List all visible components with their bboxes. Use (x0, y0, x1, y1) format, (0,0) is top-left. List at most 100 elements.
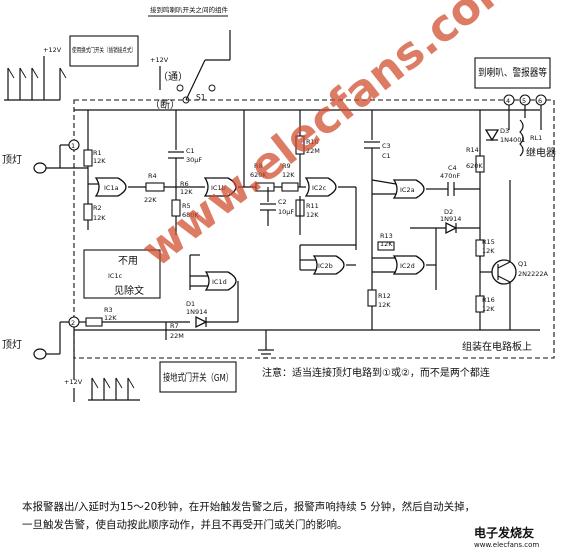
r14-value: 620K (466, 162, 483, 170)
v12-bottom-label: +12V (64, 378, 83, 386)
horn-label: 到喇叭、警报器等 (478, 66, 547, 79)
s1-switch: +12V （通） （断） S1 (150, 30, 231, 111)
ic1c-label: IC1c (108, 272, 123, 280)
terminal-2: 2 (68, 316, 80, 328)
horn-terminals: 4 5 6 (503, 94, 547, 106)
r11-label: R11 (306, 202, 319, 210)
ceiling-lamp-2-label: 顶灯 (2, 339, 22, 351)
v12-sw-label: +12V (150, 56, 169, 64)
r4-label: R4 (148, 172, 157, 180)
r5-label: R5 (182, 202, 191, 210)
r16-value: 12K (482, 305, 495, 313)
board-label: 组装在电路板上 (462, 340, 532, 353)
door-switch-bank-bottom: +12V (64, 327, 140, 402)
logo-url: www.elecfans.com (474, 541, 539, 549)
d1-value: 1N914 (186, 308, 207, 316)
ic1b-label: IC1b (211, 184, 226, 192)
r10-label: R10 (306, 138, 319, 146)
v12-top-label: +12V (43, 46, 62, 54)
horn-box (474, 57, 551, 89)
ic2b-label: IC2b (318, 262, 333, 270)
ceiling-lamp-2: 顶灯 (2, 321, 69, 360)
r13-label: R13 (380, 232, 393, 240)
r12-label: R12 (378, 292, 391, 300)
r10-value: 22M (306, 147, 320, 155)
c4-label: C4 (448, 164, 457, 172)
q1-part: 2N2222A (518, 270, 549, 278)
r3-label: R3 (104, 306, 113, 314)
c1-value: 30μF (186, 156, 202, 164)
d2-label: D2 (444, 208, 453, 216)
ic2b-gate (312, 255, 345, 275)
r13-value: 12K (380, 240, 393, 248)
q1-label: Q1 (518, 260, 527, 268)
r16-label: R16 (482, 296, 495, 304)
ic2c-gate (304, 177, 337, 197)
svg-text:6: 6 (538, 97, 542, 105)
ic1d-label: IC1d (212, 278, 227, 286)
ground-door-switch-label: 接地式门开关（GM） (163, 371, 233, 384)
ic2a-gate (392, 179, 425, 199)
c2-value: 10μF (278, 208, 294, 216)
door-switch-bank-top: +12V (4, 46, 67, 101)
r8-value: 620K (250, 171, 267, 179)
svg-text:4: 4 (506, 97, 510, 105)
r15-label: R15 (482, 238, 495, 246)
r15-value: 12K (482, 247, 495, 255)
door-switch-type-label: 使用换式门开关（插销接点式） (72, 45, 136, 54)
r9-value: 12K (282, 171, 295, 179)
r8-label: R8 (254, 162, 263, 170)
c3-value: C1 (382, 152, 391, 160)
r3-value: 12K (104, 314, 117, 322)
r6-value: 12K (180, 188, 193, 196)
svg-text:1: 1 (71, 142, 75, 150)
r7-label: R7 (170, 322, 179, 330)
r4-value: 22K (144, 196, 157, 204)
ic1d-gate (204, 271, 237, 291)
r11-value: 12K (306, 211, 319, 219)
description-line-1: 本报警器出/入延时为15～20秒钟，在开始触发告警之后，报警声响持续 5 分钟，… (22, 501, 476, 513)
on-label: （通） (158, 71, 188, 83)
ceiling-lamp-1: 顶灯 (2, 144, 88, 174)
unused-note: 见除文 (114, 284, 144, 297)
r9-label: R9 (282, 162, 291, 170)
d3-value: 1N4001 (500, 136, 526, 144)
ic1b-gate (203, 177, 237, 197)
svg-text:2: 2 (71, 319, 75, 327)
diagram-title: 接到鸣喇叭开关之间的组件 (150, 5, 229, 14)
relay-label: RL1 (530, 134, 542, 142)
c1-label: C1 (186, 147, 195, 155)
board-border (73, 99, 555, 359)
ceiling-lamp-1-label: 顶灯 (2, 154, 22, 166)
d1-label: D1 (186, 300, 195, 308)
r5-value: 680K (182, 211, 199, 219)
watermark: www.elecfans.com (133, 0, 528, 277)
c3-label: C3 (382, 142, 391, 150)
note-text: 注意：适当连接顶灯电路到①或②，而不是两个都连 (262, 366, 490, 379)
d3-label: D3 (500, 127, 509, 135)
svg-text:5: 5 (522, 97, 526, 105)
r12-value: 12K (378, 301, 391, 309)
ground-door-switch-box (159, 361, 237, 393)
r1-value: 12K (93, 157, 106, 165)
r14-label: R14 (466, 146, 479, 154)
r2-label: R2 (93, 204, 102, 212)
site-logo: 电子发烧友 www.elecfans.com (470, 520, 560, 550)
c2-label: C2 (278, 198, 287, 206)
ic2d-label: IC2d (400, 262, 415, 270)
unused-box (83, 249, 161, 299)
door-switch-type-box (69, 35, 139, 67)
ic2c-label: IC2c (312, 184, 327, 192)
r2-value: 12K (93, 214, 106, 222)
q1-transistor: Q1 2N2222A (491, 180, 549, 285)
off-label: （断） (150, 98, 180, 111)
r6-label: R6 (180, 180, 189, 188)
logo-name: 电子发烧友 (474, 525, 534, 540)
unused-label: 不用 (118, 256, 138, 267)
c4-value: 470nF (440, 172, 461, 180)
ic2a-label: IC2a (400, 186, 415, 194)
ic1a-gate (94, 177, 127, 197)
ic2d-gate (392, 255, 425, 275)
d2-value: 1N914 (440, 215, 461, 223)
